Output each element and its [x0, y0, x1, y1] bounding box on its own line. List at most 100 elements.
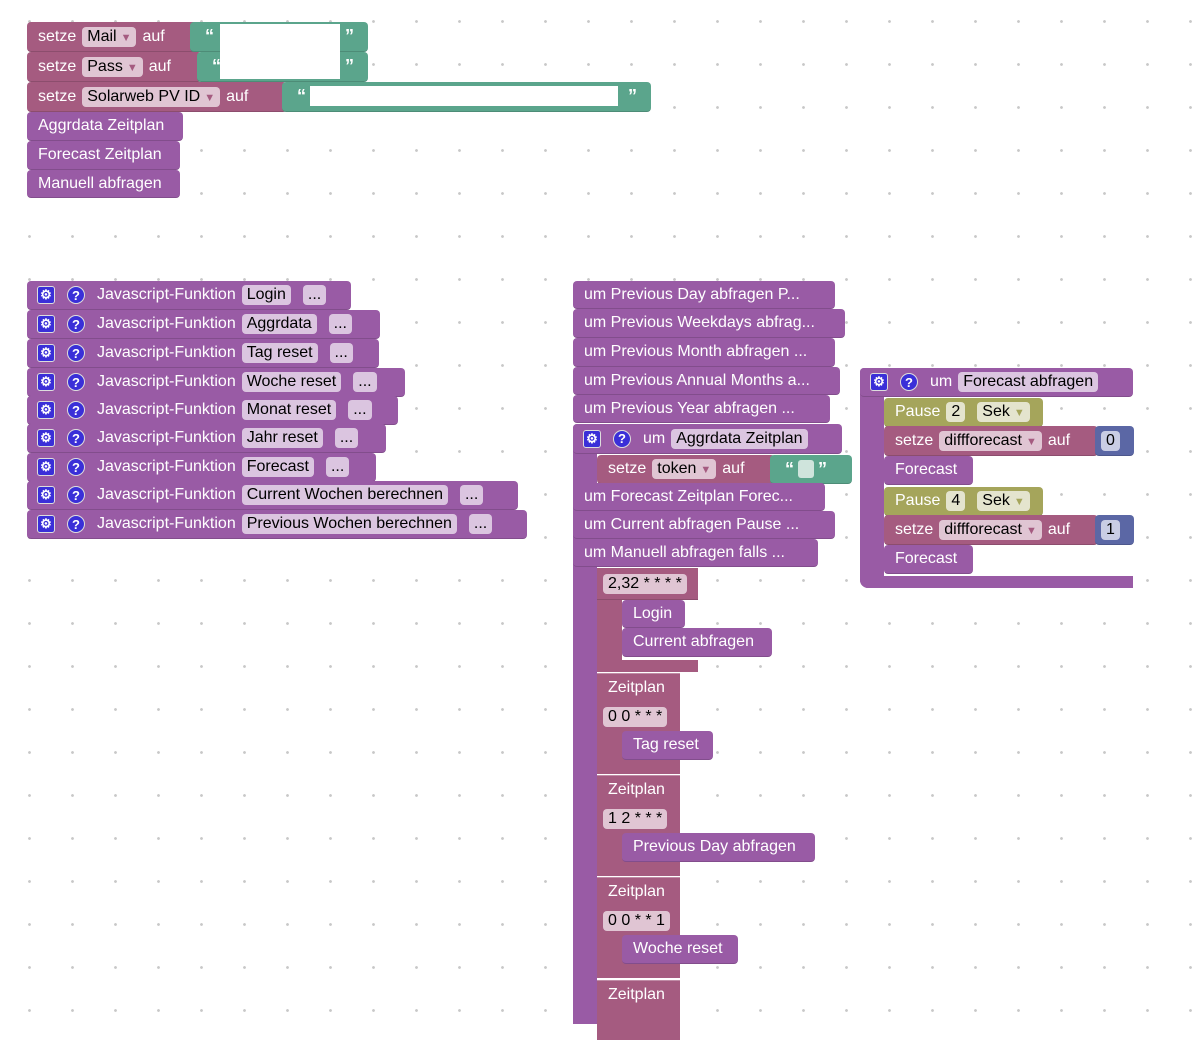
text-block[interactable]: “”	[770, 455, 852, 484]
text-input[interactable]	[798, 460, 814, 478]
function-name-field[interactable]: Jahr reset	[241, 428, 323, 448]
gear-icon[interactable]: ⚙	[37, 286, 55, 304]
gear-icon[interactable]: ⚙	[37, 429, 55, 447]
cron-field[interactable]: 0 0 * * *	[603, 707, 668, 727]
number-block[interactable]: 0	[1095, 426, 1134, 456]
variable-dropdown[interactable]: Solarweb PV ID▼	[82, 86, 221, 107]
function-name-field[interactable]: Previous Wochen berechnen	[241, 514, 457, 534]
procedure-call[interactable]: Current abfragen	[622, 628, 772, 657]
help-icon[interactable]: ?	[67, 486, 85, 504]
gear-icon[interactable]: ⚙	[583, 429, 601, 448]
collapsed-procedure[interactable]: um Forecast Zeitplan Forec...	[573, 483, 825, 511]
variable-dropdown[interactable]: token▼	[652, 459, 717, 479]
function-name-field[interactable]: Login	[241, 285, 291, 305]
variable-dropdown[interactable]: diffforecast▼	[939, 430, 1042, 451]
variable-dropdown[interactable]: diffforecast▼	[939, 519, 1042, 540]
cron-field[interactable]: 0 0 * * 1	[603, 911, 670, 931]
cron-field[interactable]: 2,32 * * * *	[603, 573, 687, 594]
gear-icon[interactable]: ⚙	[37, 344, 55, 362]
help-icon[interactable]: ?	[613, 429, 631, 448]
edit-code-button[interactable]: ...	[348, 400, 372, 420]
variable-dropdown[interactable]: Pass▼	[82, 56, 143, 77]
collapsed-procedure[interactable]: um Previous Annual Months a...	[573, 367, 840, 395]
procedure-call[interactable]: Forecast	[884, 545, 973, 574]
schedule-block[interactable]: 2,32 * * * *	[597, 568, 698, 600]
collapsed-procedure[interactable]: um Previous Weekdays abfrag...	[573, 309, 845, 338]
help-icon[interactable]: ?	[67, 515, 85, 533]
gear-icon[interactable]: ⚙	[37, 401, 55, 419]
text-input-mail-pass[interactable]	[220, 24, 340, 79]
cron-field[interactable]: 1 2 * * *	[603, 809, 668, 829]
help-icon[interactable]: ?	[67, 458, 85, 476]
function-name-field[interactable]: Woche reset	[241, 372, 342, 392]
procedure-call[interactable]: Manuell abfragen	[27, 170, 180, 198]
gear-icon[interactable]: ⚙	[37, 515, 55, 533]
edit-code-button[interactable]: ...	[353, 372, 377, 392]
help-icon[interactable]: ?	[67, 315, 85, 333]
procedure-name-field[interactable]: Forecast abfragen	[958, 372, 1099, 392]
unit-dropdown[interactable]: Sek▼	[977, 402, 1030, 422]
function-name-field[interactable]: Tag reset	[241, 343, 318, 363]
function-name-field[interactable]: Forecast	[241, 457, 314, 477]
collapsed-procedure[interactable]: um Previous Day abfragen P...	[573, 281, 835, 309]
text-input-pv-id[interactable]	[310, 86, 618, 106]
procedure-call[interactable]: Login	[622, 600, 685, 628]
gear-icon[interactable]: ⚙	[37, 373, 55, 391]
pause-duration-field[interactable]: 4	[946, 491, 966, 511]
edit-code-button[interactable]: ...	[468, 514, 493, 534]
help-icon[interactable]: ?	[67, 429, 85, 447]
collapsed-procedure[interactable]: um Manuell abfragen falls ...	[573, 539, 818, 567]
help-icon[interactable]: ?	[67, 286, 85, 304]
edit-code-button[interactable]: ...	[325, 457, 350, 477]
number-field[interactable]: 1	[1101, 519, 1120, 540]
help-icon[interactable]: ?	[900, 373, 918, 391]
edit-code-button[interactable]: ...	[459, 485, 484, 505]
function-name-field[interactable]: Current Wochen berechnen	[241, 485, 448, 505]
variable-dropdown[interactable]: Mail▼	[82, 26, 137, 47]
edit-code-button[interactable]: ...	[328, 314, 352, 334]
procedure-name-field[interactable]: Aggrdata Zeitplan	[671, 428, 808, 449]
function-name-field[interactable]: Monat reset	[241, 400, 337, 420]
number-block[interactable]: 1	[1095, 515, 1134, 545]
help-icon[interactable]: ?	[67, 401, 85, 419]
pause-duration-field[interactable]: 2	[946, 402, 966, 422]
help-icon[interactable]: ?	[67, 344, 85, 362]
edit-code-button[interactable]: ...	[334, 428, 359, 448]
function-name-field[interactable]: Aggrdata	[241, 314, 317, 334]
gear-icon[interactable]: ⚙	[37, 458, 55, 476]
collapsed-procedure[interactable]: um Previous Month abfragen ...	[573, 338, 835, 367]
procedure-call[interactable]: Forecast	[884, 456, 973, 485]
collapsed-procedure[interactable]: um Current abfragen Pause ...	[573, 511, 835, 539]
edit-code-button[interactable]: ...	[302, 285, 327, 305]
unit-dropdown[interactable]: Sek▼	[977, 491, 1030, 511]
edit-code-button[interactable]: ...	[329, 343, 353, 363]
gear-icon[interactable]: ⚙	[37, 315, 55, 333]
procedure-call[interactable]: Forecast Zeitplan	[27, 141, 180, 170]
collapsed-procedure[interactable]: um Previous Year abfragen ...	[573, 395, 830, 423]
gear-icon[interactable]: ⚙	[870, 373, 888, 391]
number-field[interactable]: 0	[1101, 430, 1120, 451]
help-icon[interactable]: ?	[67, 373, 85, 391]
procedure-call[interactable]: Previous Day abfragen	[622, 833, 815, 862]
procedure-call[interactable]: Tag reset	[622, 731, 713, 760]
procedure-call[interactable]: Aggrdata Zeitplan	[27, 112, 183, 141]
gear-icon[interactable]: ⚙	[37, 486, 55, 504]
